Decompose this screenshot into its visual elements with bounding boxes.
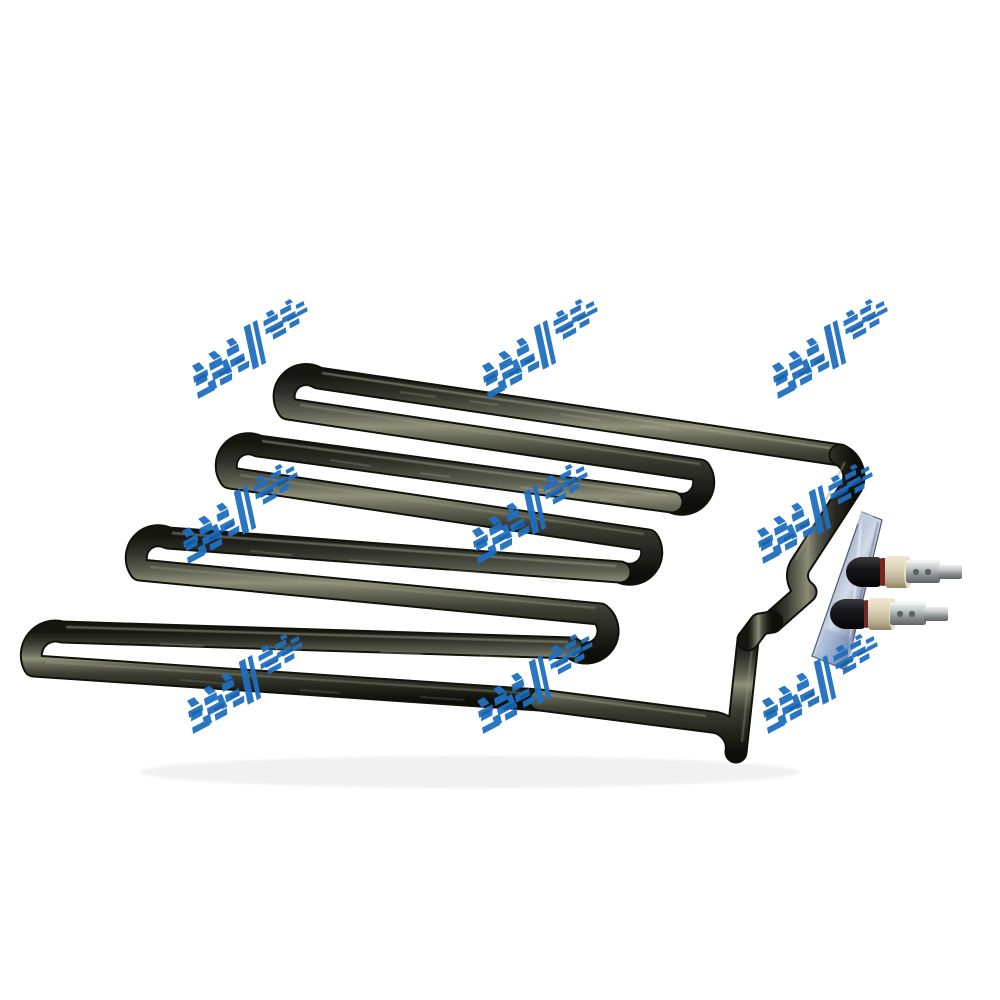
tube-bottom-return [528,628,760,764]
tube-tier-4 [19,619,584,712]
terminal-ring-upper [880,558,886,586]
tube-tier-2 [214,432,684,586]
tube-tier-1 [272,363,852,516]
terminal-metal-lower [890,603,926,625]
terminal-post-lower [830,598,948,630]
terminal-ceramic-upper [885,556,909,588]
terminal-ceramic-lower [868,598,894,630]
terminal-posts-group [830,556,962,630]
terminal-post-upper [846,556,962,588]
terminal-metal-upper [906,561,940,583]
terminal-ring-lower [864,600,869,628]
tube-tier-3 [124,524,632,665]
element-tube-group [19,363,866,788]
